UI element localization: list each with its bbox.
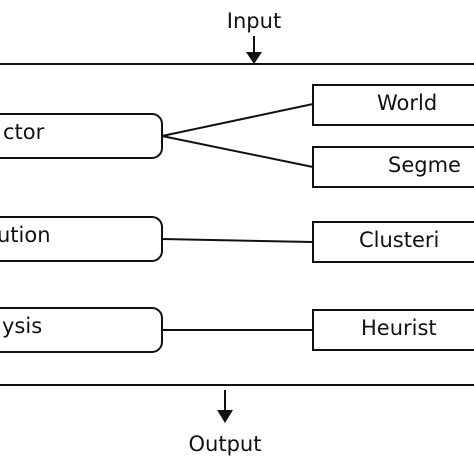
right-node-label: Segme — [388, 153, 461, 177]
outer-frame — [0, 63, 474, 386]
input-arrow — [246, 36, 262, 64]
connectors — [161, 103, 314, 331]
output-label: Output — [189, 432, 262, 456]
connector-evaluation-clustering — [161, 238, 314, 243]
right-node-clustering: Clusteri — [312, 221, 474, 263]
right-node-heuristic: Heurist — [312, 309, 474, 351]
left-node-label: ution — [0, 223, 51, 247]
right-node-label: Clusteri — [359, 228, 439, 252]
left-node-evaluation: ution — [0, 216, 163, 262]
right-node-label: Heurist — [361, 316, 437, 340]
input-label: Input — [227, 9, 281, 33]
output-arrow — [217, 390, 233, 423]
right-node-label: World — [377, 91, 437, 115]
left-node-label: ysis — [2, 314, 42, 338]
connector-extractor-world — [161, 103, 314, 137]
right-node-world: World — [312, 84, 474, 126]
left-node-label: ctor — [3, 120, 45, 144]
left-node-analysis: ysis — [0, 307, 163, 353]
right-node-segmentation: Segme — [312, 146, 474, 188]
left-node-extractor: ctor — [0, 113, 163, 159]
connector-extractor-segmentation — [161, 135, 314, 168]
